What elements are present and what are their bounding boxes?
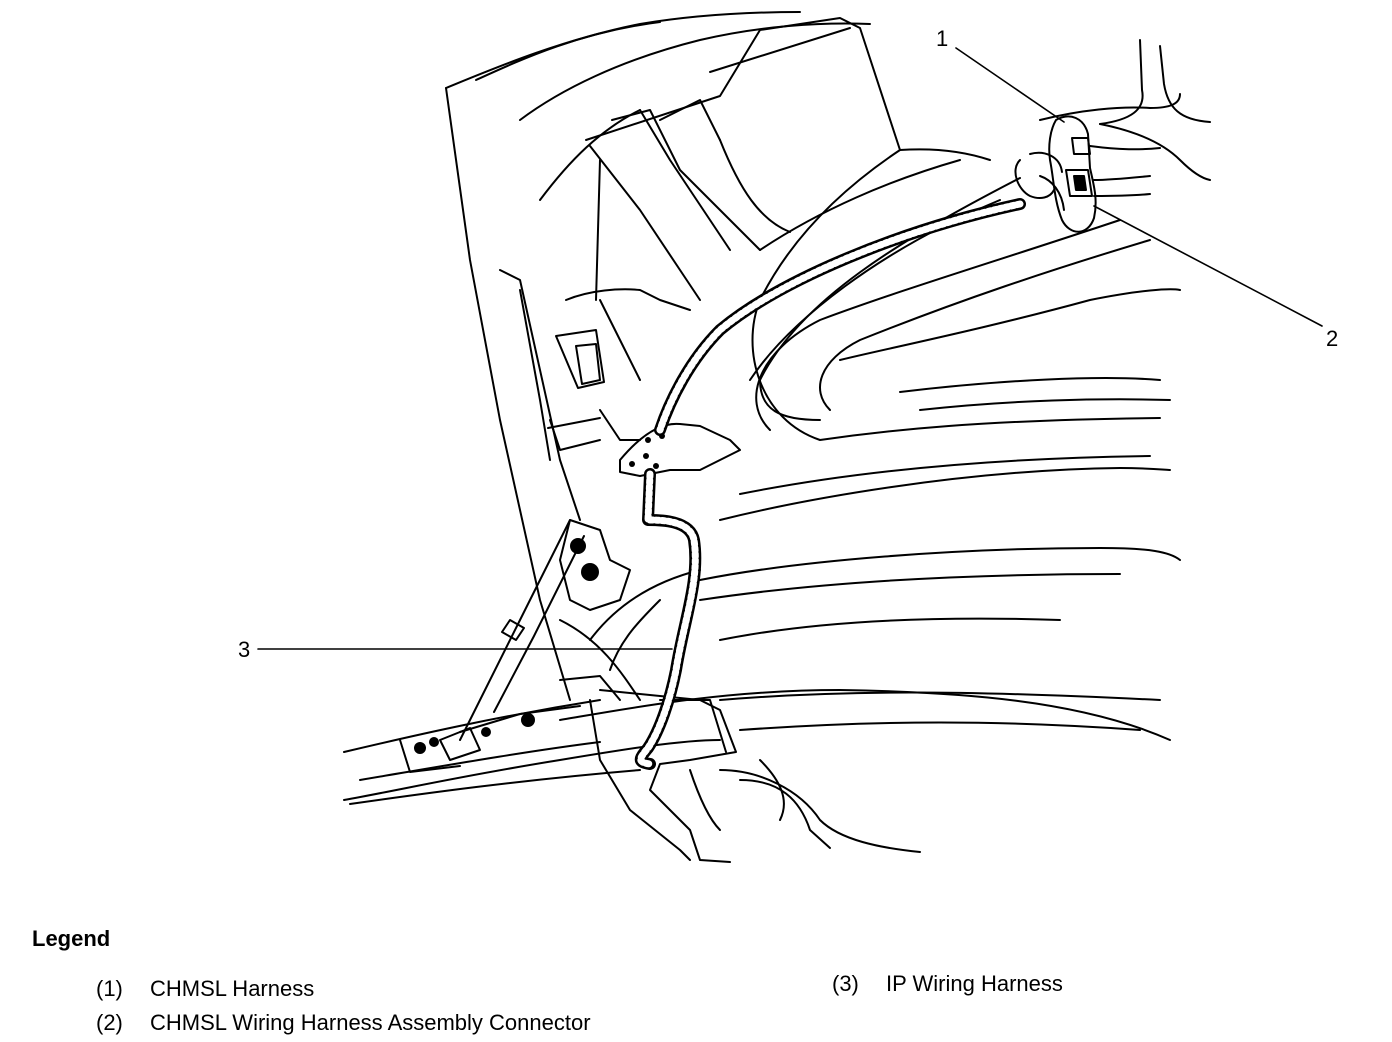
callout-2-number: 2	[1326, 326, 1338, 351]
legend-item-2-label: CHMSL Wiring Harness Assembly Connector	[150, 1010, 591, 1035]
vehicle-body-structure	[343, 11, 1211, 863]
callout-2: 2	[1093, 205, 1338, 351]
legend-item-3-label: IP Wiring Harness	[886, 971, 1063, 996]
chmsl-harness	[654, 198, 1026, 436]
callout-3-number: 3	[238, 637, 250, 662]
legend-item-3-number: (3)	[832, 971, 859, 996]
lid-hinge-strut	[414, 519, 631, 761]
legend-item-1: (1) CHMSL Harness	[96, 976, 314, 1002]
legend-item-2: (2) CHMSL Wiring Harness Assembly Connect…	[96, 1010, 591, 1036]
callout-1: 1	[936, 26, 1065, 123]
ip-wiring-harness	[634, 468, 702, 770]
legend-item-3: (3) IP Wiring Harness	[832, 971, 1063, 997]
callout-1-number: 1	[936, 26, 948, 51]
legend-item-2-number: (2)	[96, 1010, 123, 1035]
callout-3: 3	[238, 637, 673, 662]
legend-item-1-label: CHMSL Harness	[150, 976, 315, 1001]
harness-routing-diagram: 1 2 3	[238, 11, 1338, 863]
chmsl-connector	[1014, 115, 1151, 233]
legend-title: Legend	[32, 926, 111, 951]
legend-item-1-number: (1)	[96, 976, 123, 1001]
